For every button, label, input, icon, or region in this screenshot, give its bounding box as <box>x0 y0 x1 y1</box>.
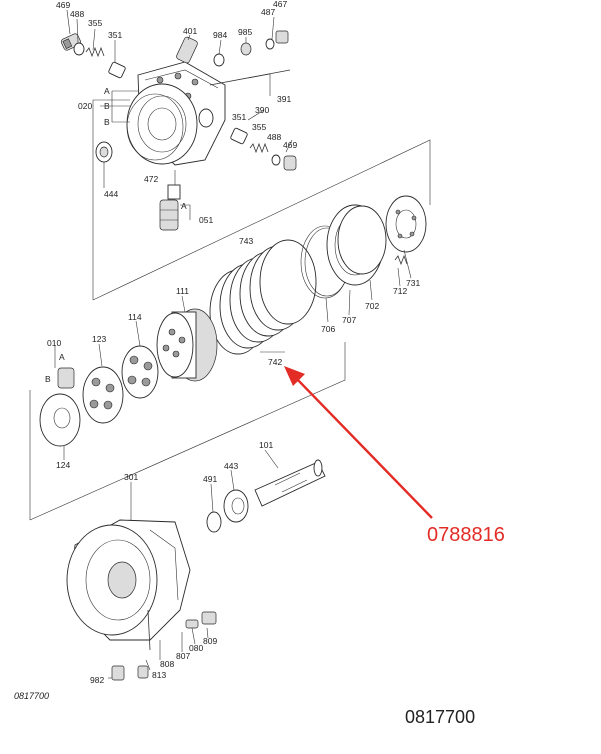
label-351-right: 351 <box>232 112 246 122</box>
label-491: 491 <box>203 474 217 484</box>
label-488-top: 488 <box>70 9 84 19</box>
o-ring-488-right <box>271 154 281 166</box>
label-487: 487 <box>261 7 275 17</box>
valve-051 <box>159 199 179 231</box>
label-707: 707 <box>342 315 356 325</box>
label-469-right: 469 <box>283 140 297 150</box>
plug-401 <box>176 36 198 64</box>
label-301: 301 <box>124 472 138 482</box>
spool-351-top <box>108 61 126 79</box>
label-010: 010 <box>47 338 61 348</box>
label-472: 472 <box>144 174 158 184</box>
label-b-top: B <box>104 101 110 111</box>
o-ring-488-top <box>73 42 85 56</box>
plug-985 <box>240 42 252 56</box>
plug-467 <box>275 30 289 44</box>
label-101: 101 <box>259 440 273 450</box>
label-469-top: 469 <box>56 0 70 10</box>
label-443: 443 <box>224 461 238 471</box>
label-809: 809 <box>203 636 217 646</box>
label-743: 743 <box>239 236 253 246</box>
cylinder-block-111 <box>156 308 218 382</box>
leader-lines <box>54 9 412 679</box>
label-123: 123 <box>92 334 106 344</box>
plate-124 <box>39 393 81 447</box>
swash-plate-123 <box>82 366 124 424</box>
valve-809 <box>201 611 217 625</box>
label-984: 984 <box>213 30 227 40</box>
spool-351-right <box>230 127 248 145</box>
seal-491 <box>206 511 222 533</box>
label-731: 731 <box>406 278 420 288</box>
plate-stack-743 <box>209 239 317 355</box>
label-391: 391 <box>277 94 291 104</box>
page-code: 0817700 <box>405 707 476 727</box>
label-080: 080 <box>189 643 203 653</box>
part-number-labels: 469 488 355 351 401 984 985 487 467 020 … <box>45 0 420 685</box>
housing-301 <box>66 519 191 641</box>
label-114: 114 <box>128 312 142 322</box>
label-111: 111 <box>176 286 189 296</box>
label-351-top: 351 <box>108 30 122 40</box>
plug-984 <box>213 53 225 67</box>
label-712: 712 <box>393 286 407 296</box>
label-985: 985 <box>238 27 252 37</box>
o-ring-487 <box>265 38 275 50</box>
callout-part-number: 0788816 <box>427 524 505 546</box>
drawing-number: 0817700 <box>14 691 50 701</box>
label-742: 742 <box>268 357 282 367</box>
plug-808-807 <box>147 609 151 651</box>
bearing-444 <box>95 141 113 163</box>
label-a-top: A <box>104 86 110 96</box>
plug-469-right <box>283 155 297 171</box>
plug-813 <box>137 665 149 679</box>
label-a-010: A <box>59 352 65 362</box>
spring-355-right <box>249 142 269 154</box>
plug-982 <box>111 665 125 681</box>
shaft-101 <box>254 459 326 507</box>
retainer-114 <box>121 345 159 399</box>
label-355-right: 355 <box>252 122 266 132</box>
bracket-390-391 <box>209 69 291 96</box>
label-807: 807 <box>176 651 190 661</box>
label-a-051: A <box>181 201 187 211</box>
label-702: 702 <box>365 301 379 311</box>
ring-702 <box>337 205 387 275</box>
callout-arrow <box>284 366 433 519</box>
spring-712 <box>394 254 408 266</box>
label-b-lower: B <box>104 117 110 127</box>
label-355-top: 355 <box>88 18 102 28</box>
o-ring-020 <box>126 93 184 161</box>
label-467: 467 <box>273 0 287 9</box>
shaft-472 <box>167 184 181 200</box>
label-982: 982 <box>90 675 104 685</box>
label-401: 401 <box>183 26 197 36</box>
frame-lines <box>29 99 431 521</box>
label-124: 124 <box>56 460 70 470</box>
label-020: 020 <box>78 101 92 111</box>
valve-plate-731 <box>385 195 427 253</box>
label-b-010: B <box>45 374 51 384</box>
label-813: 813 <box>152 670 166 680</box>
label-444: 444 <box>104 189 118 199</box>
valve-080 <box>185 619 199 629</box>
pin-010 <box>57 367 75 389</box>
label-808: 808 <box>160 659 174 669</box>
valve-block <box>126 61 226 166</box>
spring-355-top <box>85 46 105 58</box>
label-390: 390 <box>255 105 269 115</box>
label-051: 051 <box>199 215 213 225</box>
label-706: 706 <box>321 324 335 334</box>
bearing-443 <box>223 489 249 523</box>
label-488-right: 488 <box>267 132 281 142</box>
